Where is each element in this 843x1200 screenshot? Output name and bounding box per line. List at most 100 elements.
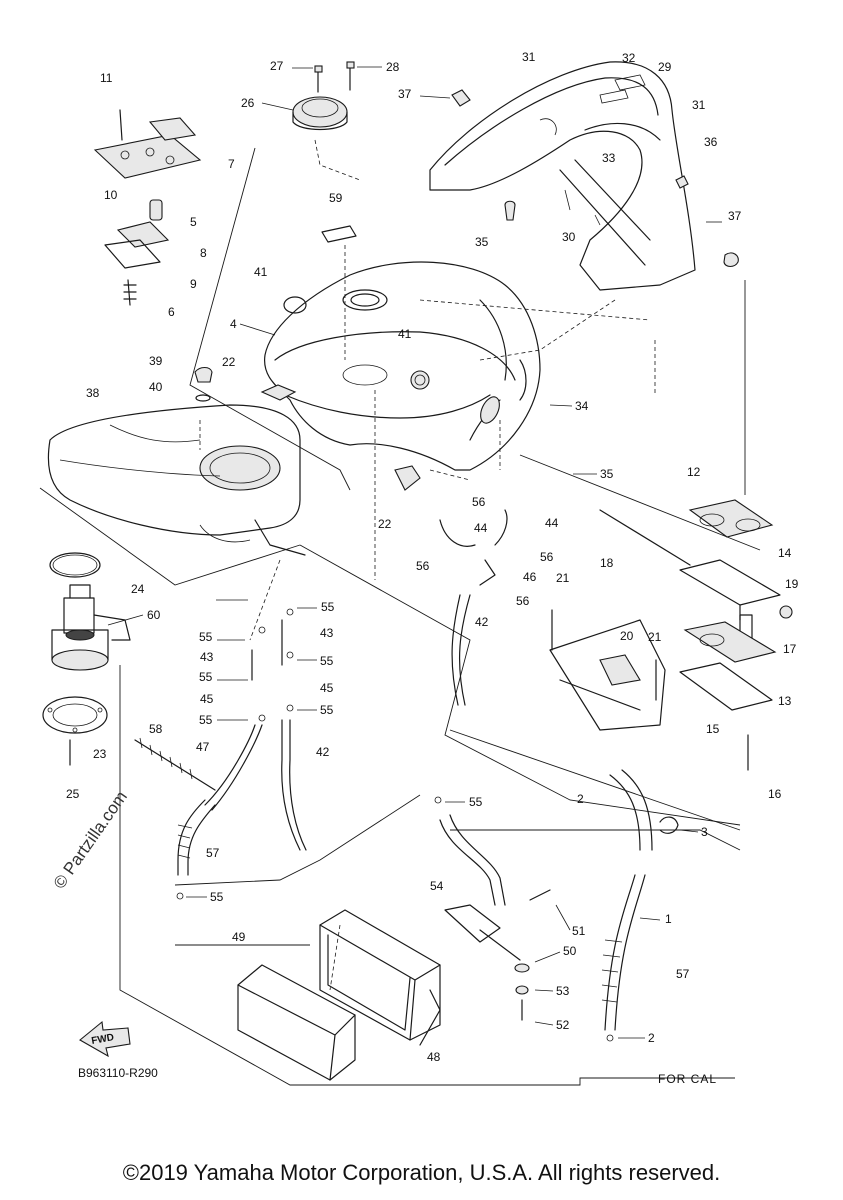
tank-bottom (47, 404, 306, 556)
callout-37b: 37 (728, 209, 742, 223)
callout-40: 40 (149, 380, 163, 394)
callout-14: 14 (778, 546, 792, 560)
callout-44a: 44 (474, 521, 488, 535)
region-note: FOR CAL (658, 1072, 717, 1086)
callout-23: 23 (93, 747, 107, 761)
callout-43a: 43 (200, 650, 214, 664)
bolt-39-40 (194, 366, 213, 402)
callout-34: 34 (575, 399, 589, 413)
callout-8: 8 (200, 246, 207, 260)
callout-31a: 31 (522, 50, 536, 64)
callout-19: 19 (785, 577, 799, 591)
callout-31b: 31 (692, 98, 706, 112)
callout-53: 53 (556, 984, 570, 998)
callout-60: 60 (147, 608, 161, 622)
callout-4: 4 (230, 317, 237, 331)
callout-32: 32 (622, 51, 636, 65)
diagram-frame (39, 139, 761, 1086)
callout-22b: 22 (378, 517, 392, 531)
callout-55h: 55 (210, 890, 224, 904)
callout-42a: 42 (475, 615, 489, 629)
copyright-notice: ©2019 Yamaha Motor Corporation, U.S.A. A… (122, 1160, 721, 1185)
callout-55d: 55 (199, 670, 213, 684)
callout-35b: 35 (600, 467, 614, 481)
diagram-code: B963110-R290 (78, 1066, 158, 1080)
callout-51: 51 (572, 924, 586, 938)
callout-47: 47 (196, 740, 210, 754)
callout-9: 9 (190, 277, 197, 291)
callout-21b: 21 (648, 630, 662, 644)
callout-16: 16 (768, 787, 782, 801)
callout-20: 20 (620, 629, 634, 643)
canister (237, 889, 551, 1081)
fwd-label: FWD (91, 1032, 115, 1047)
callout-11: 11 (100, 71, 113, 85)
callout-33: 33 (602, 151, 616, 165)
callout-57b: 57 (676, 967, 690, 981)
callout-57a: 57 (206, 846, 220, 860)
callout-38: 38 (86, 386, 100, 400)
callout-56d: 56 (516, 594, 530, 608)
label-59 (321, 225, 357, 243)
callout-44b: 44 (545, 516, 559, 530)
callout-27: 27 (270, 59, 284, 73)
callout-21a: 21 (556, 571, 570, 585)
callout-10: 10 (104, 188, 118, 202)
tube-1 (601, 874, 646, 1031)
callout-52: 52 (556, 1018, 570, 1032)
bracket-assembly (93, 109, 202, 306)
callout-56b: 56 (416, 559, 430, 573)
fuel-pump (51, 584, 131, 671)
callout-28: 28 (386, 60, 400, 74)
damper-22 (260, 384, 421, 491)
callout-55g: 55 (469, 795, 483, 809)
callout-41b: 41 (398, 327, 412, 341)
clips-2-3 (609, 769, 679, 851)
o-ring-24 (49, 552, 101, 578)
callout-7: 7 (228, 157, 235, 171)
callout-39: 39 (149, 354, 163, 368)
callout-37a: 37 (398, 87, 412, 101)
callout-49: 49 (232, 930, 246, 944)
callout-59: 59 (329, 191, 343, 205)
callout-35a: 35 (475, 235, 489, 249)
callout-25: 25 (66, 787, 80, 801)
callout-leaders (107, 66, 722, 1039)
callout-55f: 55 (320, 703, 334, 717)
callout-55a: 55 (321, 600, 335, 614)
callout-48: 48 (427, 1050, 441, 1064)
callout-43b: 43 (320, 626, 334, 640)
callout-3: 3 (701, 825, 708, 839)
hoses-upper (204, 509, 508, 851)
callout-29: 29 (658, 60, 672, 74)
callout-12: 12 (687, 465, 701, 479)
fwd-arrow-icon: FWD (79, 1020, 131, 1058)
pump-plate (42, 696, 108, 766)
hose-54 (439, 814, 506, 906)
callout-56c: 56 (540, 550, 554, 564)
fuel-cap (292, 61, 355, 131)
hose-clips-55 (176, 608, 614, 1042)
callout-30: 30 (562, 230, 576, 244)
callout-55e: 55 (199, 713, 213, 727)
callout-6: 6 (168, 305, 175, 319)
callout-13: 13 (778, 694, 792, 708)
right-assembly (549, 499, 793, 771)
callout-36: 36 (704, 135, 718, 149)
callout-26: 26 (241, 96, 255, 110)
callout-2b: 2 (648, 1031, 655, 1045)
callout-17: 17 (783, 642, 797, 656)
callout-42b: 42 (316, 745, 330, 759)
callout-54: 54 (430, 879, 444, 893)
callout-1: 1 (665, 912, 672, 926)
callout-56a: 56 (472, 495, 486, 509)
callout-55b: 55 (199, 630, 213, 644)
fuel-tank (263, 261, 541, 471)
callout-45b: 45 (320, 681, 334, 695)
callout-22a: 22 (222, 355, 236, 369)
partzilla-watermark: © Partzilla.com (50, 788, 131, 893)
breather-tube (134, 737, 216, 876)
callout-41a: 41 (254, 265, 268, 279)
callout-15: 15 (706, 722, 720, 736)
